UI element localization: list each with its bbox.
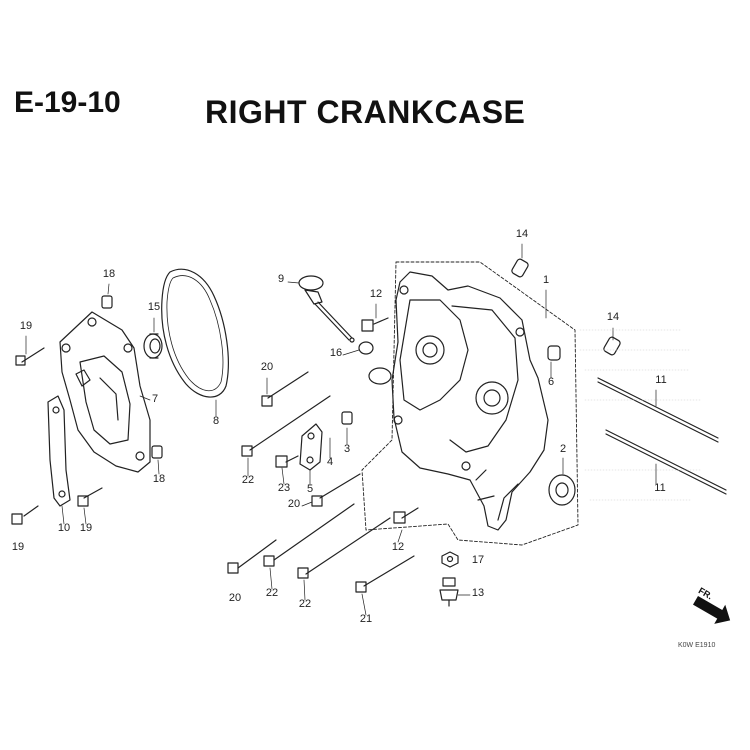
callout-c7: 7 [152, 393, 158, 405]
reference-code: K0W E1910 [678, 642, 716, 649]
callout-c22a: 22 [242, 474, 254, 486]
callout-c14b: 14 [607, 311, 619, 323]
oil-seal-part [143, 333, 163, 359]
small-plate-part [299, 423, 323, 471]
callout-c16: 16 [330, 347, 342, 359]
callout-c6: 6 [548, 376, 554, 388]
callout-c21: 21 [360, 613, 372, 625]
leader-lines [25, 243, 657, 616]
callout-c4: 4 [327, 456, 333, 468]
callout-c19b: 19 [80, 522, 92, 534]
callout-c23: 23 [278, 482, 290, 494]
dowel-pin-parts [101, 258, 621, 459]
callout-c10: 10 [58, 522, 70, 534]
bracket-part [59, 311, 151, 473]
callout-c9: 9 [278, 273, 284, 285]
assembly-boundary [361, 261, 579, 546]
callout-c3: 3 [344, 443, 350, 455]
callout-c18b: 18 [153, 473, 165, 485]
callout-c22b: 22 [266, 587, 278, 599]
stud-bolt-parts [597, 377, 727, 495]
callout-numbers: 1234567891011111212131414151617181819191… [12, 228, 667, 625]
front-direction-arrow: FR. [693, 585, 731, 624]
callout-c8: 8 [213, 415, 219, 427]
callout-c22c: 22 [299, 598, 311, 610]
callout-c17: 17 [472, 554, 484, 566]
right-crankcase-part [368, 271, 549, 531]
callout-c12b: 12 [392, 541, 404, 553]
plate-part [47, 395, 71, 507]
callout-c11b: 11 [654, 482, 665, 494]
diagram-code: E-19-10 [14, 86, 121, 119]
bearing-part [548, 474, 576, 506]
gasket-part [161, 268, 229, 398]
callout-c13: 13 [472, 587, 484, 599]
callout-c18a: 18 [103, 268, 115, 280]
diagram-title: RIGHT CRANKCASE [205, 94, 526, 130]
callout-c20b: 20 [288, 498, 300, 510]
callout-c12a: 12 [370, 288, 382, 300]
callout-c14a: 14 [516, 228, 528, 240]
callout-c15: 15 [148, 301, 160, 313]
callout-c20a: 20 [261, 361, 273, 373]
callout-c19c: 19 [12, 541, 24, 553]
bolt-parts [11, 317, 419, 593]
callout-c19a: 19 [20, 320, 32, 332]
nut-and-plug-parts [439, 551, 459, 607]
dipstick-part [298, 275, 355, 343]
callout-c1: 1 [543, 274, 549, 286]
callout-c20c: 20 [229, 592, 241, 604]
callout-c5: 5 [307, 483, 313, 495]
callout-c11a: 11 [655, 374, 666, 386]
callout-c2: 2 [560, 443, 566, 455]
o-ring-part [358, 341, 374, 355]
